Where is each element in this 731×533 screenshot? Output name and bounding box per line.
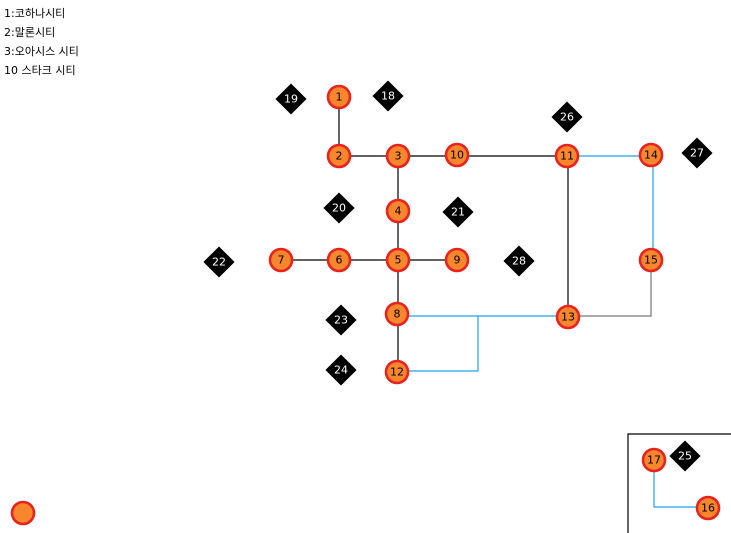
inset-frame <box>627 433 731 533</box>
node-15[interactable]: 15 <box>638 247 664 273</box>
node-7[interactable]: 7 <box>268 247 294 273</box>
marker-27[interactable]: 27 <box>681 137 713 169</box>
legend-item: 1:코하나시티 <box>4 7 66 20</box>
nodes: 1 2 3 10 11 14 4 5 6 7 9 15 8 13 12 17 1… <box>10 84 721 526</box>
link-15-13 <box>568 260 652 317</box>
node-13[interactable]: 13 <box>555 304 581 330</box>
node-2[interactable]: 2 <box>326 143 352 169</box>
svg-text:18: 18 <box>381 90 395 103</box>
svg-text:9: 9 <box>454 254 461 267</box>
node-3[interactable]: 3 <box>385 143 411 169</box>
svg-text:16: 16 <box>701 502 715 515</box>
svg-text:1: 1 <box>336 91 343 104</box>
marker-28[interactable]: 28 <box>503 245 535 277</box>
marker-25[interactable]: 25 <box>669 440 701 472</box>
svg-text:19: 19 <box>284 93 298 106</box>
node-14[interactable]: 14 <box>638 142 664 168</box>
legend-item: 10 스타크 시티 <box>4 64 76 77</box>
svg-text:21: 21 <box>451 206 465 219</box>
svg-text:3: 3 <box>395 150 402 163</box>
svg-text:14: 14 <box>644 149 658 162</box>
node-5[interactable]: 5 <box>385 247 411 273</box>
node-unlabeled[interactable] <box>10 500 36 526</box>
svg-text:27: 27 <box>690 147 704 160</box>
node-17[interactable]: 17 <box>641 447 667 473</box>
svg-text:20: 20 <box>332 202 346 215</box>
legend: 1:코하나시티 2:말론시티 3:오아시스 시티 10 스타크 시티 <box>4 4 79 80</box>
marker-20[interactable]: 20 <box>323 192 355 224</box>
legend-item: 3:오아시스 시티 <box>4 45 79 58</box>
svg-text:24: 24 <box>334 364 348 377</box>
link-branch-12 <box>398 316 479 372</box>
node-10[interactable]: 10 <box>444 142 470 168</box>
node-6[interactable]: 6 <box>326 247 352 273</box>
svg-text:8: 8 <box>394 308 401 321</box>
marker-26[interactable]: 26 <box>551 101 583 133</box>
marker-18[interactable]: 18 <box>372 80 404 112</box>
svg-text:17: 17 <box>647 454 661 467</box>
svg-text:11: 11 <box>560 150 574 163</box>
node-8[interactable]: 8 <box>384 301 410 327</box>
node-16[interactable]: 16 <box>695 495 721 521</box>
svg-text:15: 15 <box>644 254 658 267</box>
svg-text:25: 25 <box>678 450 692 463</box>
marker-22[interactable]: 22 <box>203 246 235 278</box>
marker-19[interactable]: 19 <box>275 83 307 115</box>
svg-text:13: 13 <box>561 311 575 324</box>
svg-text:23: 23 <box>334 314 348 327</box>
node-11[interactable]: 11 <box>554 143 580 169</box>
node-9[interactable]: 9 <box>444 247 470 273</box>
svg-text:5: 5 <box>395 254 402 267</box>
legend-item: 2:말론시티 <box>4 26 56 39</box>
node-12[interactable]: 12 <box>384 359 410 385</box>
markers: 19 18 26 27 20 21 22 28 23 24 25 <box>203 80 713 472</box>
svg-text:12: 12 <box>390 366 404 379</box>
marker-21[interactable]: 21 <box>442 196 474 228</box>
marker-24[interactable]: 24 <box>325 354 357 386</box>
svg-text:10: 10 <box>450 149 464 162</box>
link-17-16 <box>653 460 708 508</box>
svg-text:4: 4 <box>395 205 402 218</box>
node-4[interactable]: 4 <box>385 198 411 224</box>
svg-text:7: 7 <box>278 254 285 267</box>
svg-text:26: 26 <box>560 111 574 124</box>
marker-23[interactable]: 23 <box>325 304 357 336</box>
svg-text:6: 6 <box>336 254 343 267</box>
svg-text:22: 22 <box>212 256 226 269</box>
svg-text:28: 28 <box>512 255 526 268</box>
node-1[interactable]: 1 <box>326 84 352 110</box>
svg-text:2: 2 <box>336 150 343 163</box>
